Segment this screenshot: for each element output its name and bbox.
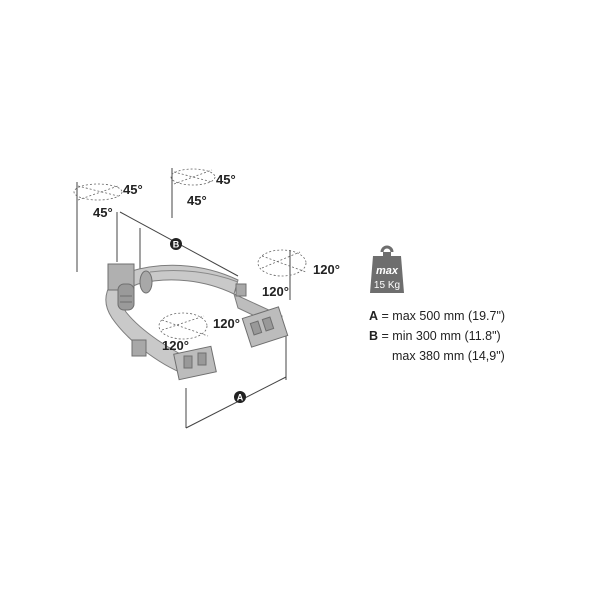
svg-text:max: max — [376, 265, 399, 277]
angle-label-top-right-b: 45° — [187, 193, 207, 208]
strap-illustration — [105, 263, 289, 381]
front-buckles — [131, 283, 247, 381]
spec-b-max-text: max 380 mm (14,9") — [392, 349, 505, 363]
svg-text:A: A — [237, 393, 244, 403]
spec-b-text: = min 300 mm (11.8") — [378, 329, 501, 343]
spec-b: B = min 300 mm (11.8") — [369, 326, 594, 346]
marker-a: A — [234, 391, 246, 403]
svg-text:B: B — [173, 240, 180, 250]
angle-label-top-left-a: 45° — [123, 182, 143, 197]
right-clamp — [241, 306, 289, 348]
weight-icon: max 15 Kg — [370, 245, 404, 293]
dimension-specs: A = max 500 mm (19.7") B = min 300 mm (1… — [369, 306, 594, 366]
marker-b: B — [170, 238, 182, 250]
angle-label-top-right-a: 45° — [216, 172, 236, 187]
angle-label-right-a: 120° — [313, 262, 340, 277]
spec-b-key: B — [369, 329, 379, 343]
spec-a-text: = max 500 mm (19.7") — [378, 309, 506, 323]
spec-a: A = max 500 mm (19.7") — [369, 306, 594, 326]
svg-text:15 Kg: 15 Kg — [374, 280, 400, 291]
angle-label-right-b: 120° — [262, 284, 289, 299]
left-clamp — [107, 263, 153, 311]
angle-arcs — [73, 168, 307, 340]
spec-b-max: max 380 mm (14,9") — [369, 346, 594, 366]
spec-a-key: A — [369, 309, 379, 323]
angle-label-center-a: 120° — [213, 316, 240, 331]
angle-label-top-left-b: 45° — [93, 205, 113, 220]
angle-label-center-b: 120° — [162, 338, 189, 353]
